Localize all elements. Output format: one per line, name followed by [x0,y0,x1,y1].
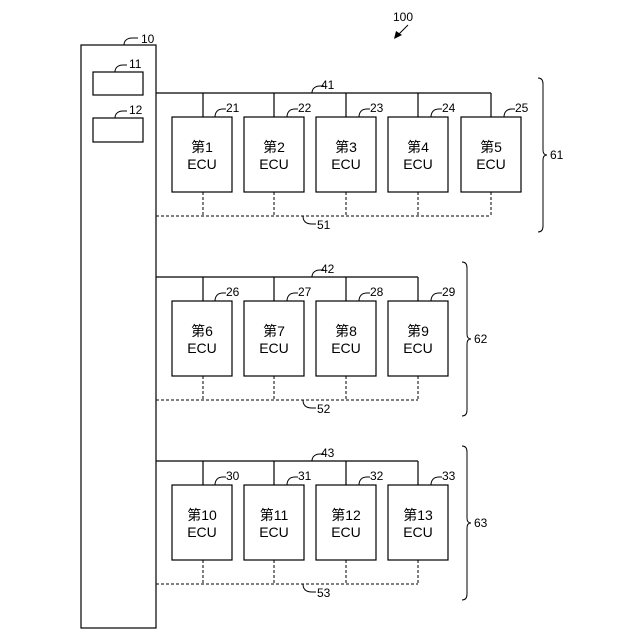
ecu-ref-label: 25 [515,101,529,115]
ecu-number: 第5 [480,139,502,155]
ecu-number: 第7 [263,323,285,339]
ecu-ref-label: 24 [442,101,456,115]
ecu-box: 第12 ECU 32 [316,469,384,560]
ecu-number: 第13 [403,507,433,523]
ecu-leader [287,293,298,301]
ecu-box: 第7 ECU 27 [244,285,312,376]
sub-bus-label: 51 [317,218,331,232]
bus-label: 42 [321,262,335,276]
ecu-number: 第1 [191,139,213,155]
ecu-type: ECU [403,156,433,172]
ecu-number: 第11 [260,507,289,523]
ecu-box: 第10 ECU 30 [172,469,240,560]
ecu-ref-label: 29 [442,285,456,299]
ecu-number: 第9 [407,323,429,339]
ecu-number: 第10 [187,507,217,523]
sub-bus-leader [303,584,316,592]
ecu-leader [359,477,370,485]
group-bracket [538,78,547,232]
ecu-leader [431,293,442,301]
ecu-ref-label: 27 [298,285,312,299]
ecu-type: ECU [476,156,506,172]
ecu-type: ECU [259,340,289,356]
gateway-subunit-label: 11 [129,57,142,71]
ecu-ref-label: 32 [370,469,384,483]
gateway-subunit-box [93,118,143,142]
ecu-ref-label: 30 [226,469,240,483]
ecu-type: ECU [331,340,361,356]
system-arrow-icon [394,25,408,39]
ecu-type: ECU [187,340,217,356]
system-label: 100 [393,10,413,24]
ecu-group: 42 52 第6 ECU 26 第7 ECU 27 第8 ECU [156,262,488,416]
ecu-number: 第6 [191,323,213,339]
group-bracket [462,446,471,600]
ecu-type: ECU [187,156,217,172]
ecu-leader [359,109,370,117]
ecu-ref-label: 21 [226,101,240,115]
ecu-leader [287,477,298,485]
gateway-subunit-box [93,72,143,95]
ecu-number: 第3 [335,139,357,155]
ecu-number: 第2 [263,139,285,155]
group-label: 63 [474,516,488,530]
ecu-ref-label: 22 [298,101,312,115]
bus-label: 41 [321,78,335,92]
ecu-type: ECU [331,156,361,172]
ecu-box: 第2 ECU 22 [244,101,312,192]
ecu-number: 第8 [335,323,357,339]
ecu-ref-label: 33 [442,469,456,483]
ecu-ref-label: 28 [370,285,384,299]
ecu-type: ECU [187,524,217,540]
gateway-label: 10 [141,32,155,46]
sub-bus-leader [303,400,316,408]
ecu-leader [215,109,226,117]
gateway-leader [124,38,138,45]
ecu-leader [215,293,226,301]
sub-bus-leader [303,216,316,224]
ecu-box: 第3 ECU 23 [316,101,384,192]
sub-bus-label: 52 [317,402,331,416]
ecu-type: ECU [403,524,433,540]
group-bracket [462,262,471,416]
ecu-box: 第8 ECU 28 [316,285,384,376]
ecu-box: 第5 ECU 25 [461,101,529,192]
ecu-box: 第6 ECU 26 [172,285,240,376]
ecu-ref-label: 23 [370,101,384,115]
ecu-type: ECU [331,524,361,540]
sub-bus-label: 53 [317,586,331,600]
ecu-type: ECU [403,340,433,356]
ecu-leader [215,477,226,485]
group-label: 61 [550,148,564,162]
ecu-ref-label: 31 [298,469,312,483]
ecu-number: 第4 [407,139,429,155]
bus-label: 43 [321,446,335,460]
ecu-ref-label: 26 [226,285,240,299]
ecu-group: 43 53 第10 ECU 30 第11 ECU 31 第12 ECU [156,446,488,600]
ecu-type: ECU [259,524,289,540]
ecu-leader [431,477,442,485]
group-label: 62 [474,332,488,346]
ecu-leader [359,293,370,301]
ecu-box: 第1 ECU 21 [172,101,240,192]
gateway-subunit-label: 12 [129,103,143,117]
ecu-group: 41 51 第1 ECU 21 第2 ECU 22 [156,78,564,232]
ecu-type: ECU [259,156,289,172]
ecu-box: 第4 ECU 24 [388,101,456,192]
ecu-number: 第12 [331,507,361,523]
ecu-leader [431,109,442,117]
ecu-box: 第11 ECU 31 [244,469,312,560]
ecu-leader [504,109,515,117]
ecu-leader [287,109,298,117]
ecu-box: 第9 ECU 29 [388,285,456,376]
ecu-box: 第13 ECU 33 [388,469,456,560]
